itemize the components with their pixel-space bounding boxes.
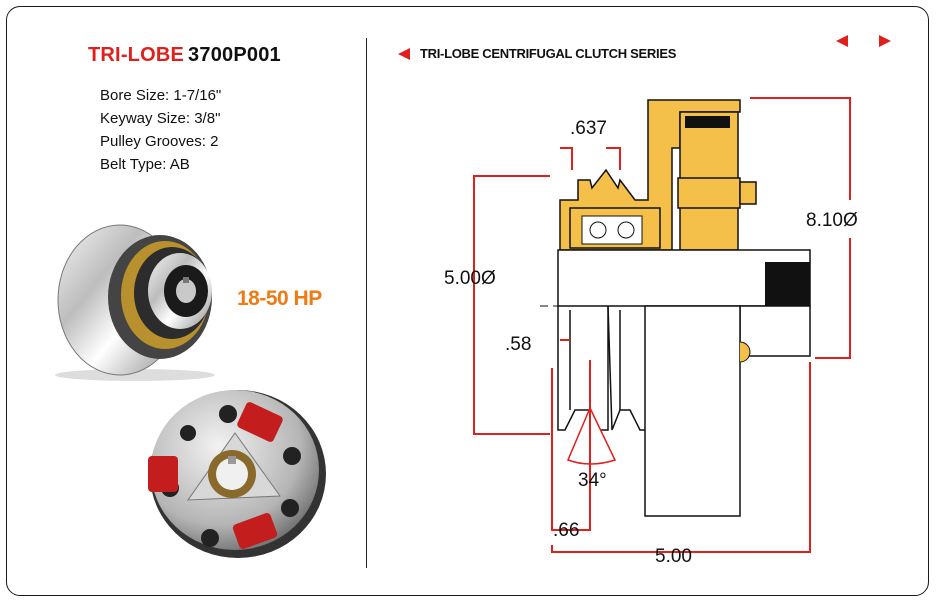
clutch-internal-photo: [148, 390, 326, 558]
dim-offset: .58: [505, 334, 532, 355]
spec-belt-type: Belt Type: AB: [100, 156, 190, 173]
clutch-pulley-photo: [55, 224, 215, 381]
series-header: TRI-LOBE CENTRIFUGAL CLUTCH SERIES: [398, 46, 676, 61]
dim-pulley-diameter: 5.00Ø: [444, 268, 496, 289]
right-arrow-icon: [879, 35, 891, 47]
dim-outer-diameter: 8.10Ø: [806, 210, 858, 231]
spec-keyway: Keyway Size: 3/8": [100, 110, 221, 127]
dim-edge: .66: [553, 520, 580, 541]
series-marker-icon: [398, 47, 410, 60]
dim-groove-width: .637: [570, 118, 607, 139]
dim-angle: 34°: [578, 470, 607, 491]
dimension-drawing: [473, 97, 851, 553]
next-arrow-button[interactable]: [879, 35, 891, 47]
horsepower-label: 18-50 HP: [237, 287, 322, 310]
spec-bore: Bore Size: 1-7/16": [100, 87, 222, 104]
spec-grooves: Pulley Grooves: 2: [100, 133, 219, 150]
dim-length: 5.00: [655, 546, 692, 567]
model-number: 3700P001: [188, 44, 281, 66]
spec-list: Bore Size: 1-7/16" Keyway Size: 3/8" Pul…: [100, 84, 221, 176]
panel-divider: [366, 38, 367, 568]
brand-name: TRI-LOBE: [88, 44, 185, 66]
prev-arrow-button[interactable]: [836, 35, 848, 47]
left-arrow-icon: [836, 35, 848, 47]
series-title: TRI-LOBE CENTRIFUGAL CLUTCH SERIES: [420, 46, 677, 61]
